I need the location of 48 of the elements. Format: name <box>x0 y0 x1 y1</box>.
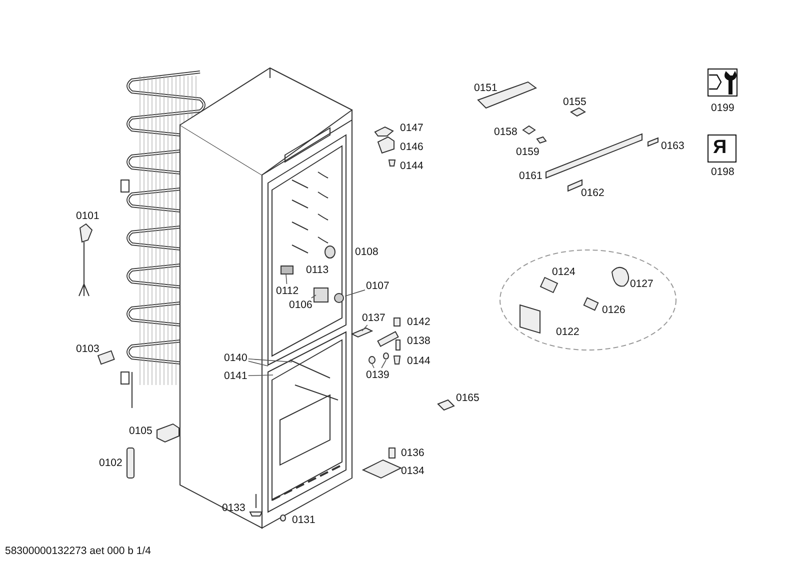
callout-number: 0122 <box>556 326 580 338</box>
leader-line <box>311 294 316 298</box>
callout-number: 0136 <box>401 447 424 459</box>
callout-number: 0103 <box>76 343 100 355</box>
callout-number: 0137 <box>362 312 386 324</box>
callout-number: 0112 <box>276 285 299 297</box>
callout-number: 0138 <box>407 335 430 347</box>
callout-number: 0113 <box>306 264 329 276</box>
callout-number: 0131 <box>292 514 316 526</box>
callout-number: 0141 <box>224 370 248 382</box>
callout-number: 0124 <box>552 266 576 278</box>
leader-line <box>248 360 268 366</box>
callout-number: 0105 <box>129 425 152 437</box>
callout-number: 0127 <box>630 278 654 290</box>
leader-line <box>248 374 274 376</box>
callout-number: 0142 <box>407 316 430 328</box>
callout-number: 0108 <box>355 246 378 258</box>
callout-number: 0147 <box>400 122 424 134</box>
callout-number: 0102 <box>99 457 122 469</box>
callout-number: 0107 <box>366 280 390 292</box>
symbol-letter: Я <box>713 138 727 158</box>
callout-number: 0126 <box>602 304 626 316</box>
callout-number: 0144 <box>407 355 430 367</box>
callout-number: 0162 <box>581 187 604 199</box>
leader-line <box>372 364 374 368</box>
callout-number: 0159 <box>516 146 540 158</box>
callout-number: 0151 <box>474 82 498 94</box>
callout-number: 0101 <box>76 210 100 222</box>
callout-number: 0144 <box>400 160 424 172</box>
callout-number: 0163 <box>661 140 684 152</box>
callout-number: 0146 <box>400 141 424 153</box>
callout-number: 0133 <box>222 502 246 514</box>
callout-number: 0161 <box>519 170 542 182</box>
callout-number: 0140 <box>224 352 248 364</box>
callout-number: 0155 <box>563 96 586 108</box>
callout-number: 0139 <box>366 369 390 381</box>
callout-number: 0198 <box>711 166 734 178</box>
leader-line <box>381 360 386 368</box>
callout-number: 0165 <box>456 392 480 404</box>
leader-line <box>248 358 292 362</box>
callout-number: 0134 <box>401 465 424 477</box>
leader-line <box>286 274 288 284</box>
callout-number: 0106 <box>289 299 312 311</box>
leader-line <box>362 324 368 332</box>
callout-number: 0158 <box>494 126 518 138</box>
document-number: 58300000132273 aet 000 b 1/4 <box>5 545 151 557</box>
leader-line <box>344 290 366 297</box>
callout-number: 0199 <box>711 102 734 114</box>
